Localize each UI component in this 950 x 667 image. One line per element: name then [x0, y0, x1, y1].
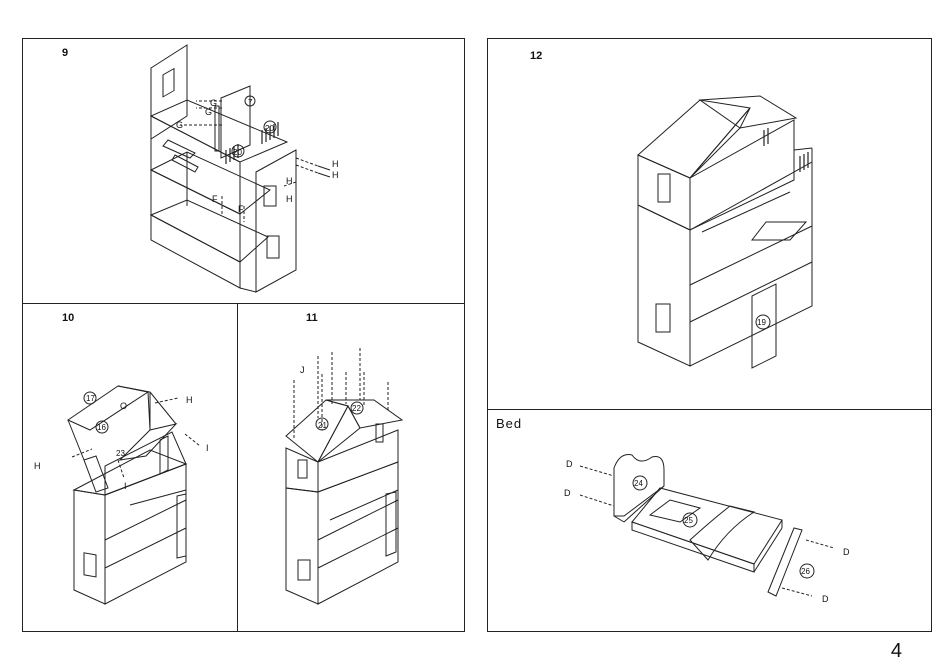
s9-label-h2: H [332, 170, 339, 180]
step-12-drawing [638, 96, 812, 368]
s9-label-g2: G [205, 107, 212, 117]
s9-label-h4: H [286, 194, 293, 204]
bed-label-d4: D [822, 594, 829, 604]
s9-label-h1: H [332, 159, 339, 169]
s10-label-16: 16 [97, 423, 106, 432]
s9-label-g3: G [176, 120, 183, 130]
s9-label-f1: F [212, 194, 218, 204]
s9-label-h3: H [286, 176, 293, 186]
s10-label-i1: I [206, 443, 209, 453]
bed-label-d3: D [843, 547, 850, 557]
s10-label-o: O [120, 401, 127, 411]
s10-label-23: 23 [116, 449, 125, 458]
s11-label-j: J [300, 365, 305, 375]
s10-label-i2: I [124, 481, 127, 491]
step-9-drawing [151, 45, 330, 292]
s10-label-h2: H [34, 461, 41, 471]
s9-label-f2: F [238, 204, 244, 214]
bed-label-26: 26 [801, 567, 810, 576]
s10-label-h1: H [186, 395, 193, 405]
bed-label-d1: D [566, 459, 573, 469]
step-11-drawing [286, 348, 402, 604]
bed-label-25: 25 [684, 516, 693, 525]
s12-label-19: 19 [757, 318, 766, 327]
bed-label-24: 24 [634, 479, 643, 488]
step-10-drawing [68, 386, 200, 604]
s10-label-17: 17 [86, 394, 95, 403]
s11-label-22: 22 [352, 404, 361, 413]
bed-label-d2: D [564, 488, 571, 498]
bed-drawing [580, 455, 834, 596]
